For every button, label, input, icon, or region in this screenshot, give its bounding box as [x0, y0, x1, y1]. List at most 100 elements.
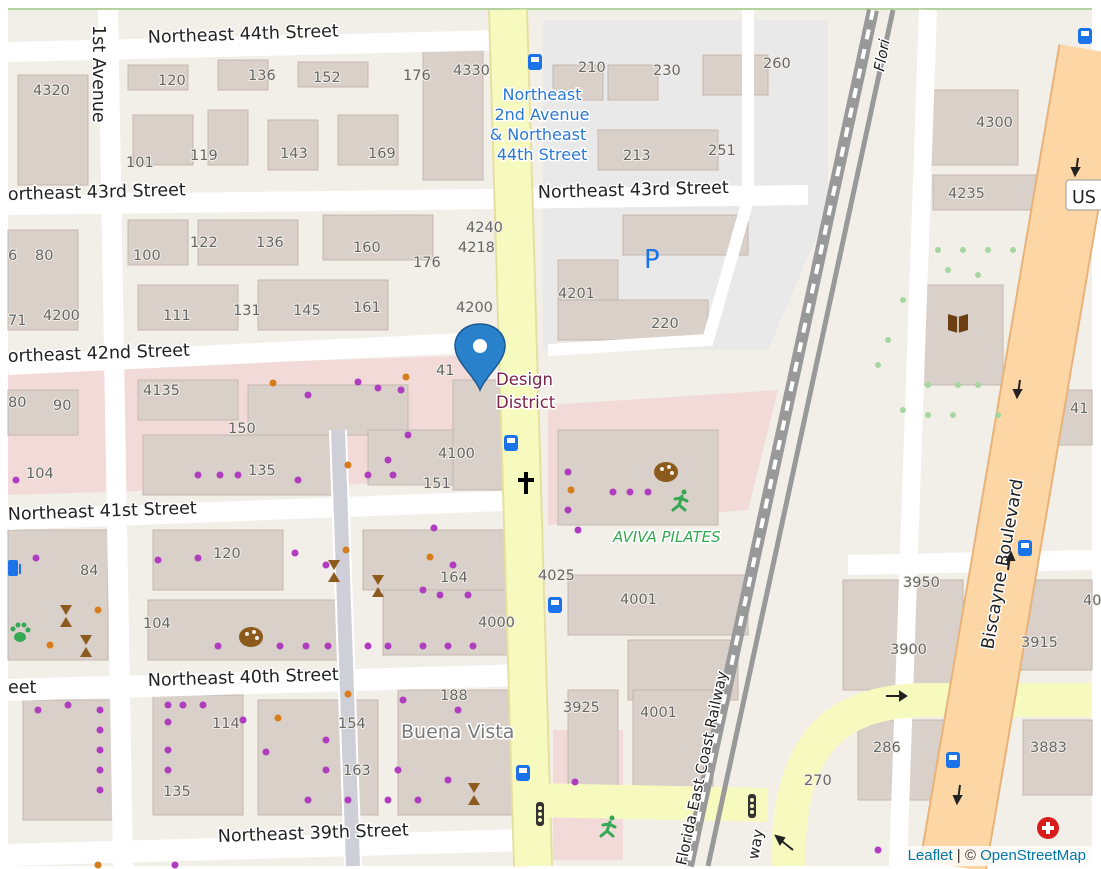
house-number: 210: [578, 60, 606, 76]
building: [597, 129, 719, 171]
building: [152, 529, 284, 591]
building: [567, 574, 749, 636]
openstreetmap-link[interactable]: OpenStreetMap: [980, 847, 1086, 864]
bus-stop-icon[interactable]: [548, 597, 562, 613]
building: [207, 109, 249, 166]
bus-stop-icon[interactable]: [1018, 540, 1032, 556]
building: [567, 689, 619, 791]
map-marker-icon[interactable]: [454, 323, 506, 393]
ne-2nd-avenue-fill: [490, 9, 551, 867]
ne-40th-street: [7, 664, 529, 701]
bus-stop-icon[interactable]: [516, 765, 530, 781]
map-view[interactable]: Northeast 44th Street ortheast 43rd Stre…: [6, 8, 1101, 869]
building: [7, 229, 79, 331]
bus-stop-icon[interactable]: [1078, 28, 1092, 44]
house-number: 230: [653, 63, 681, 79]
house-number: 176: [403, 68, 431, 84]
building: [137, 379, 239, 421]
fitness-runner-icon: [599, 815, 617, 838]
bus-stop-label-line: 44th Street: [497, 145, 587, 164]
house-number: 163: [343, 763, 371, 779]
house-number: 120: [213, 546, 241, 562]
house-number: 152: [313, 70, 341, 86]
house-number: 143: [280, 146, 308, 162]
house-numbers: 4320 120 136 152 176 4330 210 230 260 10…: [7, 55, 1101, 801]
attribution-separator: | ©: [956, 847, 976, 864]
poi-dots: [12, 247, 1016, 869]
building: [197, 219, 299, 266]
bus-stop-icon[interactable]: [946, 752, 960, 768]
art-palette-icon: [239, 627, 263, 647]
building: [552, 64, 604, 101]
attribution: Leaflet | © OpenStreetMap: [901, 846, 1092, 866]
building: [557, 299, 709, 341]
building: [137, 284, 239, 331]
paw-dog-park-icon: [10, 622, 31, 642]
house-number: 270: [804, 773, 832, 789]
art-palette-icon: [654, 462, 678, 482]
leaflet-link[interactable]: Leaflet: [907, 847, 953, 864]
house-number: 119: [190, 148, 218, 164]
railway: [682, 8, 896, 868]
traffic-signal-icon: [748, 794, 756, 818]
house-number: 4200: [43, 308, 80, 324]
us-shield-label: US: [1072, 188, 1096, 208]
house-number: 6: [8, 248, 17, 264]
building: [362, 529, 514, 591]
label-design-district-2: District: [496, 393, 556, 412]
one-way-arrow-icon: [774, 157, 1081, 851]
fitness-runner-icon: [671, 489, 689, 512]
house-number: 145: [293, 303, 321, 319]
ne-41st-east: [847, 550, 1093, 575]
house-number: 4001: [620, 592, 657, 608]
house-number: 164: [440, 570, 468, 586]
building: [557, 429, 719, 526]
building: [7, 389, 79, 436]
house-number: 136: [248, 68, 276, 84]
house-number: 150: [228, 421, 256, 437]
bus-stop-icon[interactable]: [504, 435, 518, 451]
house-number: 213: [623, 148, 651, 164]
service-road: [547, 10, 754, 356]
house-number: 154: [338, 716, 366, 732]
building: [142, 434, 344, 496]
library-book-icon: [948, 314, 968, 333]
us-highway-shield: US: [1065, 179, 1101, 211]
hourglass-icon: [60, 560, 480, 805]
building: [1022, 719, 1093, 796]
building: [267, 119, 319, 171]
house-number: 104: [143, 616, 171, 632]
railway-track: [705, 9, 896, 867]
house-number: 114: [212, 716, 240, 732]
house-number: 100: [133, 248, 161, 264]
house-number: 4235: [948, 186, 985, 202]
house-number: 41: [436, 363, 454, 379]
loop-road: [771, 683, 1092, 867]
house-number: 169: [368, 146, 396, 162]
house-number: 135: [163, 784, 191, 800]
roads: [7, 9, 1101, 869]
church-cross-icon: [518, 472, 534, 494]
building: [217, 59, 269, 91]
first-avenue: [98, 9, 133, 867]
house-number: 188: [440, 688, 468, 704]
house-number: 251: [708, 143, 736, 159]
railway-track-dash: [686, 9, 875, 867]
house-number: 3883: [1030, 740, 1067, 756]
house-number: 160: [353, 240, 381, 256]
building: [247, 384, 409, 436]
bus-stop-icon[interactable]: [528, 54, 542, 70]
bus-stop-label-line: Northeast: [502, 85, 581, 104]
ne-44th-street: [7, 30, 509, 62]
house-number: 136: [256, 235, 284, 251]
house-number: 40: [1083, 593, 1101, 609]
house-number: 3900: [890, 642, 927, 658]
label-buena-vista: Buena Vista: [401, 721, 514, 743]
bus-stop-label-line: 2nd Avenue: [494, 105, 589, 124]
house-number: 220: [651, 316, 679, 332]
charging-station-icon: [8, 560, 21, 576]
house-number: 4135: [143, 383, 180, 399]
building: [132, 114, 194, 166]
house-number: 80: [8, 395, 26, 411]
building: [622, 214, 749, 256]
